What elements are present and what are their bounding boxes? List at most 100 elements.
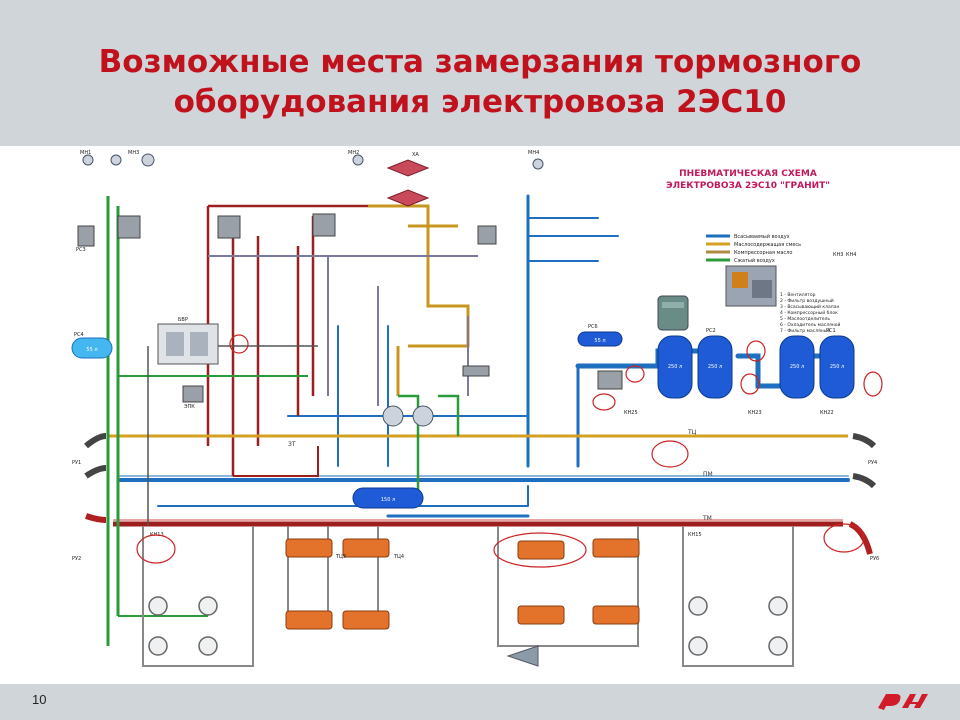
reservoir-volume: 250 л (708, 364, 722, 370)
diagram-heading-line-1: ПНЕВМАТИЧЕСКАЯ СХЕМА (679, 169, 817, 179)
device-label: МН2 (348, 150, 359, 156)
wheelsets (148, 596, 788, 656)
pipe-label-tc: ТЦ (687, 429, 697, 436)
compressor-note-3: 3 - Всасывающий клапан (780, 303, 839, 310)
feed-pipes (108, 204, 848, 438)
freeze-marker (493, 532, 587, 568)
small-reservoirs: 150 л 55 л 55 л (71, 331, 623, 509)
reservoir-volume: 250 л (830, 364, 844, 370)
brake-cylinder (592, 605, 640, 625)
compressor-note-1: 1 - Вентилятор (780, 292, 816, 298)
reservoir-tank (819, 335, 855, 399)
gauges (82, 153, 544, 427)
reservoir-tank (352, 487, 424, 509)
reservoir-volume: 250 л (668, 364, 682, 370)
freeze-marker (651, 440, 689, 468)
diagram-svg: ПНЕВМАТИЧЕСКАЯ СХЕМА ЭЛЕКТРОВОЗА 2ЭС10 "… (71, 150, 883, 667)
slide-title-line-2: оборудования электровоза 2ЭС10 (173, 84, 787, 120)
reservoir-volume: 55 л (594, 338, 605, 344)
freeze-marker (746, 340, 766, 362)
device-label: РС6 (588, 324, 598, 330)
brake-cylinder (517, 540, 565, 560)
control-pipes (106, 196, 460, 646)
device-label: ТЦ3 (335, 554, 346, 560)
reservoir-tank (71, 337, 113, 359)
pipe-label-tm: ТМ (702, 515, 712, 522)
main-reservoirs: 250 л 250 л 250 л 250 л (657, 335, 855, 399)
valve-label: КН22 (820, 410, 834, 416)
compressor-note-2: 2 - Фильтр воздушный (780, 297, 834, 304)
device-label: РС3 (76, 247, 86, 253)
title-band (0, 0, 960, 146)
device-label: ТЦ4 (393, 554, 404, 560)
page-number: 10 (32, 692, 47, 707)
legend-item-3: Компрессорная масло (734, 250, 792, 256)
freeze-marker (592, 393, 616, 411)
freeze-markers (136, 334, 883, 568)
pipe-labels: ПМ ТМ ТЦ ЗТ (288, 429, 713, 522)
freeze-marker (863, 371, 883, 397)
device-label: РУ2 (72, 556, 81, 562)
control-panel (157, 323, 219, 365)
device-label: РС4 (74, 332, 84, 338)
valve-label: КН4 (846, 252, 857, 258)
valve-label: КН15 (688, 532, 702, 538)
brake-cylinder (342, 610, 390, 630)
slide-title-line-1: Возможные места замерзания тормозного (98, 44, 862, 80)
freeze-marker (136, 534, 176, 564)
device-label: РС2 (706, 328, 716, 334)
bogie-end-hoses (84, 433, 877, 555)
reservoir-tank (657, 335, 693, 399)
pneumatic-diagram: ПНЕВМАТИЧЕСКАЯ СХЕМА ЭЛЕКТРОВОЗА 2ЭС10 "… (58, 146, 903, 684)
device-label: ХА (412, 152, 419, 158)
freeze-marker (823, 523, 865, 553)
pipe-label-zt: ЗТ (288, 441, 296, 448)
valve-blocks (77, 213, 623, 403)
reservoir-volume: 150 л (381, 497, 395, 503)
brake-cylinder (342, 538, 390, 558)
rzd-logo (878, 694, 928, 710)
brake-cylinders (285, 538, 640, 630)
heater-units (386, 159, 430, 207)
device-label: МН4 (528, 150, 539, 156)
device-label: РУ6 (870, 556, 879, 562)
pipe-label-pm: ПМ (703, 471, 713, 478)
reservoir-tank (577, 331, 623, 347)
brake-cylinder (285, 538, 333, 558)
compressor-unit: 1 - Вентилятор 2 - Фильтр воздушный 3 - … (725, 265, 840, 334)
compressor-note-5: 5 - Маслоотделитель (780, 316, 830, 322)
brake-cylinder (592, 538, 640, 558)
valve-label: КН25 (624, 410, 638, 416)
reservoir-tank (697, 335, 733, 399)
brake-cylinder (285, 610, 333, 630)
compressor-note-7: 7 - Фильтр масляный (780, 327, 830, 334)
compressor-note-4: 4 - Компрессорный блок (780, 309, 838, 316)
legend-item-2: Маслосодержащая смесь (734, 242, 801, 248)
compressor-motor (657, 295, 689, 331)
reservoir-volume: 250 л (790, 364, 804, 370)
freeze-marker (625, 365, 645, 383)
device-label: РУ1 (72, 460, 81, 466)
diagram-legend: Всасываемый воздух Маслосодержащая смесь… (706, 233, 801, 264)
device-label: БВР (178, 317, 188, 323)
horn (506, 645, 539, 667)
reservoir-volume: 55 л (86, 347, 97, 353)
compressor-note-6: 6 - Охладитель масляной (780, 321, 840, 328)
footer-band (0, 684, 960, 720)
device-label: МН1 (80, 150, 91, 156)
freeze-marker (229, 334, 249, 354)
device-label: МН3 (128, 150, 139, 156)
valve-label: КН23 (748, 410, 762, 416)
device-label: РС1 (826, 328, 836, 334)
legend-item-4: Сжатый воздух (734, 257, 775, 264)
reservoir-tank (779, 335, 815, 399)
legend-item-1: Всасываемый воздух (734, 233, 790, 240)
valve-label: КН3 (833, 252, 844, 258)
diagram-heading-line-2: ЭЛЕКТРОВОЗА 2ЭС10 "ГРАНИТ" (666, 181, 830, 191)
device-label: РУ4 (868, 460, 877, 466)
main-reservoir-pipes (118, 194, 850, 518)
freeze-marker (740, 373, 760, 395)
slide-title: Возможные места замерзания тормозного об… (40, 42, 920, 122)
device-label: ЭПК (184, 404, 195, 410)
brake-cylinder (517, 605, 565, 625)
